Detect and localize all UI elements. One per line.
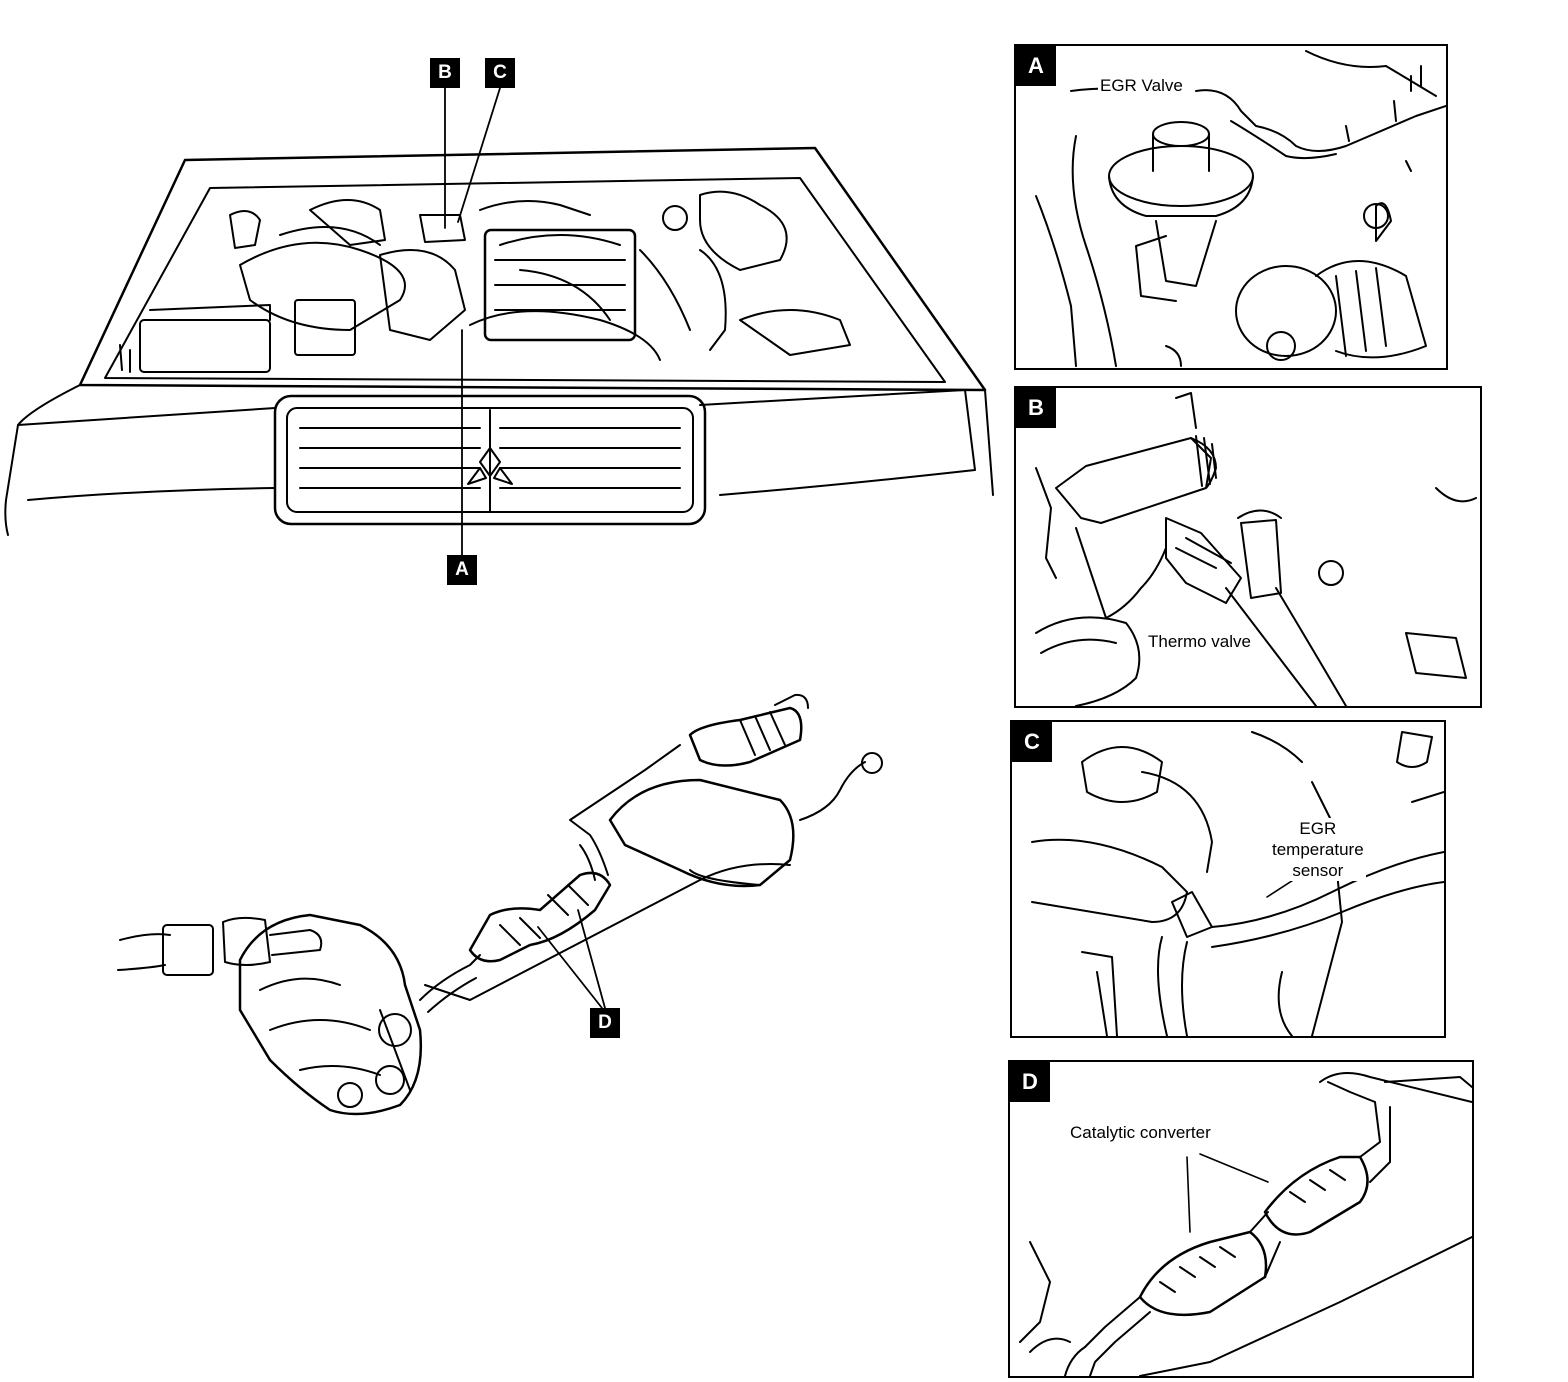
callout-leader-lines [444, 87, 606, 1009]
callout-tag-c: C [485, 58, 515, 88]
egr-valve-illustration [1035, 50, 1446, 367]
panel-a-tag: A [1016, 46, 1056, 86]
callout-tag-b: B [430, 58, 460, 88]
exhaust-system-illustration [117, 693, 883, 1116]
panel-c-tag: C [1012, 722, 1052, 762]
engine-bay-illustration [119, 190, 851, 373]
egr-temperature-sensor-illustration [1031, 731, 1444, 1036]
egr-valve-label: EGR Valve [1098, 75, 1185, 96]
egr-temperature-sensor-label-line2: temperature [1272, 840, 1364, 859]
catalytic-converter-label: Catalytic converter [1068, 1122, 1213, 1143]
detail-panel-d: D Catalytic converter [1008, 1060, 1474, 1378]
callout-tag-a: A [447, 555, 477, 585]
panel-d-tag: D [1010, 1062, 1050, 1102]
catalytic-converter-illustration [1019, 1072, 1472, 1376]
detail-panel-a: A EGR Valve [1014, 44, 1448, 370]
egr-temperature-sensor-label-line3: sensor [1292, 861, 1344, 880]
detail-panel-b: B Thermo valve [1014, 386, 1482, 708]
thermo-valve-illustration [1035, 392, 1477, 706]
egr-temperature-sensor-label-line1: EGR [1299, 819, 1337, 838]
panel-b-tag: B [1016, 388, 1056, 428]
egr-temperature-sensor-label: EGR temperature sensor [1270, 818, 1366, 881]
callout-tag-d: D [590, 1008, 620, 1038]
detail-panel-c: C EGR temperature sensor [1010, 720, 1446, 1038]
car-front-illustration [4, 146, 994, 536]
thermo-valve-label: Thermo valve [1146, 631, 1253, 652]
